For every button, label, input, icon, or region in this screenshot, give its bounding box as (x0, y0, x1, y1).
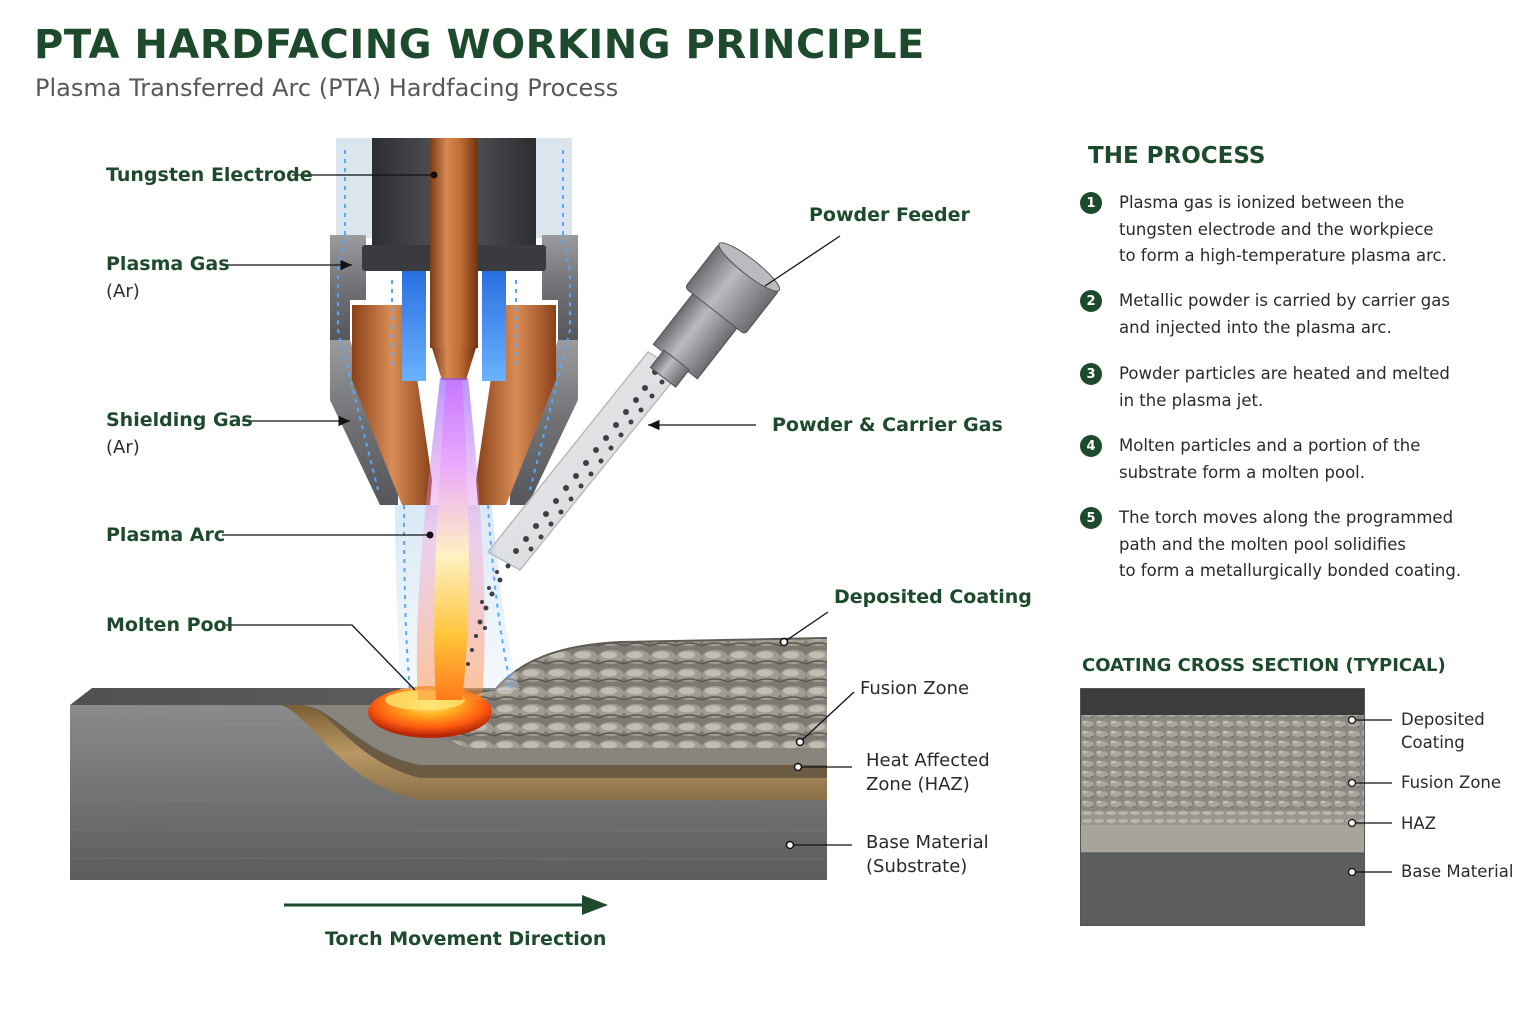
label-shielding-gas: Shielding Gas (106, 409, 253, 431)
cs-label-haz: HAZ (1401, 814, 1436, 833)
label-shielding-gas-sub: (Ar) (106, 437, 140, 458)
cs-label-deposited-line1: Deposited (1401, 710, 1485, 729)
label-powder-feeder: Powder Feeder (809, 204, 970, 226)
page-title: PTA HARDFACING WORKING PRINCIPLE (34, 22, 925, 68)
cross-section-image (1080, 688, 1365, 926)
process-step: 2 Metallic powder is carried by carrier … (1080, 288, 1520, 341)
label-molten-pool: Molten Pool (106, 614, 234, 636)
label-haz-line1: Heat Affected (866, 750, 990, 771)
label-tungsten-electrode: Tungsten Electrode (106, 164, 313, 186)
cs-label-deposited-line2: Coating (1401, 733, 1465, 752)
label-fusion-zone: Fusion Zone (860, 678, 970, 699)
step-text: Powder particles are heated and melted i… (1119, 364, 1450, 410)
step-number-badge: 1 (1080, 192, 1102, 214)
process-step: 3 Powder particles are heated and melted… (1080, 361, 1520, 414)
torch-direction-arrowhead (582, 895, 608, 915)
process-step: 1 Plasma gas is ionized between the tung… (1080, 190, 1520, 270)
page-subtitle: Plasma Transferred Arc (PTA) Hardfacing … (35, 74, 619, 102)
cs-label-fusion: Fusion Zone (1401, 773, 1502, 792)
leader-deposited-coating (783, 611, 829, 643)
label-plasma-gas: Plasma Gas (106, 253, 230, 275)
step-number-badge: 4 (1080, 435, 1102, 457)
pta-torch-diagram (70, 138, 855, 915)
cross-section-title: COATING CROSS SECTION (TYPICAL) (1082, 655, 1446, 676)
process-step: 4 Molten particles and a portion of the … (1080, 433, 1520, 486)
leader-powder-feeder (764, 235, 841, 287)
label-base-line1: Base Material (866, 832, 989, 853)
label-torch-direction: Torch Movement Direction (325, 928, 607, 950)
leader-molten-pool (226, 624, 416, 691)
leader-fusion-zone (799, 691, 855, 743)
plasma-arc (434, 380, 469, 700)
step-text: Plasma gas is ionized between the tungst… (1119, 193, 1447, 265)
step-text: Molten particles and a portion of the su… (1119, 436, 1421, 482)
cross-section-graphic (1081, 689, 1364, 925)
step-number-badge: 2 (1080, 290, 1102, 312)
plasma-torch (330, 138, 578, 691)
label-deposited-coating: Deposited Coating (834, 586, 1032, 608)
process-step: 5 The torch moves along the programmed p… (1080, 505, 1520, 585)
label-powder-carrier-gas: Powder & Carrier Gas (772, 414, 1003, 436)
step-number-badge: 3 (1080, 363, 1102, 385)
cs-label-base: Base Material (1401, 862, 1514, 881)
powder-feeder (466, 242, 781, 666)
label-haz-line2: Zone (HAZ) (866, 774, 970, 795)
label-base-line2: (Substrate) (866, 856, 968, 877)
label-plasma-arc: Plasma Arc (106, 524, 226, 546)
cross-section-leaders (1347, 715, 1392, 877)
step-number-badge: 5 (1080, 507, 1102, 529)
step-text: Metallic powder is carried by carrier ga… (1119, 291, 1450, 337)
process-title: THE PROCESS (1088, 143, 1266, 169)
step-text: The torch moves along the programmed pat… (1119, 508, 1462, 580)
label-plasma-gas-sub: (Ar) (106, 281, 140, 302)
